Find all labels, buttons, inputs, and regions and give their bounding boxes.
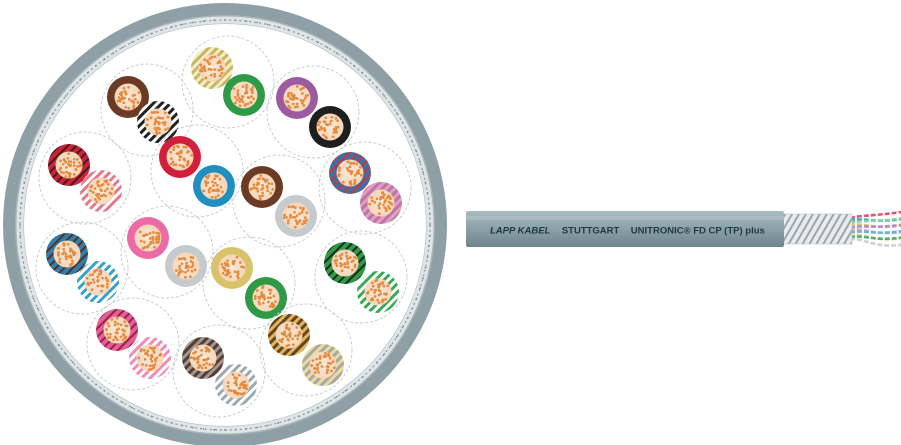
pair-wrap <box>86 297 180 391</box>
insulated-core <box>241 166 283 208</box>
pair-wrap <box>259 303 353 397</box>
pair-wrap <box>120 205 214 299</box>
insulated-core <box>137 101 179 143</box>
pair-wrap <box>202 236 296 330</box>
pair-wrap <box>181 35 275 129</box>
twisted-pair <box>150 124 244 218</box>
insulated-core <box>48 144 90 186</box>
insulated-core <box>276 77 318 119</box>
insulated-core <box>275 195 317 237</box>
twisted-pair <box>202 236 296 330</box>
wire-end <box>849 229 901 234</box>
insulated-core <box>107 76 149 118</box>
wire-end <box>849 237 901 247</box>
insulated-core <box>127 217 169 259</box>
insulated-core <box>357 271 399 313</box>
twisted-pair <box>181 35 275 129</box>
insulated-core <box>211 247 253 289</box>
insulated-core <box>360 182 402 224</box>
insulated-core <box>159 136 201 178</box>
copper-conductor <box>114 83 142 111</box>
pair-wrap <box>266 65 360 159</box>
pair-wrap <box>35 221 129 315</box>
insulated-core <box>77 261 119 303</box>
wire-end <box>849 235 901 241</box>
twisted-pair <box>266 65 360 159</box>
pair-wrap <box>38 131 132 225</box>
pair-wrap <box>232 154 326 248</box>
copper-conductor <box>252 284 280 312</box>
insulated-core <box>223 74 265 116</box>
twisted-pair <box>318 141 412 235</box>
insulated-core <box>80 170 122 212</box>
wire-end <box>849 217 901 225</box>
insulated-core <box>309 106 351 148</box>
wire-end <box>849 210 901 220</box>
brand-label: LAPP KABEL <box>490 226 551 237</box>
cable-print-text: LAPP KABEL STUTTGART UNITRONIC® FD CP (T… <box>490 221 765 238</box>
insulated-core <box>268 314 310 356</box>
twisted-pair <box>120 205 214 299</box>
pair-wrap <box>100 63 194 157</box>
insulated-core <box>324 242 366 284</box>
pair-wrap <box>314 230 408 324</box>
twisted-pair <box>100 63 194 157</box>
insulated-core <box>302 344 344 386</box>
twisted-pair <box>38 131 132 225</box>
copper-conductor <box>336 159 364 187</box>
cable-side-view: LAPP KABEL STUTTGART UNITRONIC® FD CP (T… <box>466 210 901 247</box>
insulated-core <box>245 277 287 319</box>
insulated-core <box>46 233 88 275</box>
copper-conductor <box>248 173 276 201</box>
cable-cross-section <box>3 3 447 445</box>
product-label: UNITRONIC® FD CP (TP) plus <box>631 226 765 237</box>
braided-shield-exposed <box>780 214 852 244</box>
twisted-pair <box>86 297 180 391</box>
wire-end <box>849 223 901 229</box>
insulated-core <box>329 152 371 194</box>
twisted-pair <box>314 230 408 324</box>
copper-conductor <box>309 351 337 379</box>
city-label: STUTTGART <box>562 226 620 237</box>
twisted-pair <box>232 154 326 248</box>
insulated-core <box>193 165 235 207</box>
insulated-core <box>165 245 207 287</box>
pair-wrap <box>318 141 412 235</box>
insulated-core <box>129 337 171 379</box>
twisted-pair <box>35 221 129 315</box>
twisted-pair <box>259 303 353 397</box>
shield-strands <box>19 19 431 431</box>
insulated-core <box>96 309 138 351</box>
insulated-core <box>182 337 224 379</box>
insulated-core <box>215 364 257 406</box>
pair-wrap <box>150 124 244 218</box>
insulated-core <box>191 47 233 89</box>
